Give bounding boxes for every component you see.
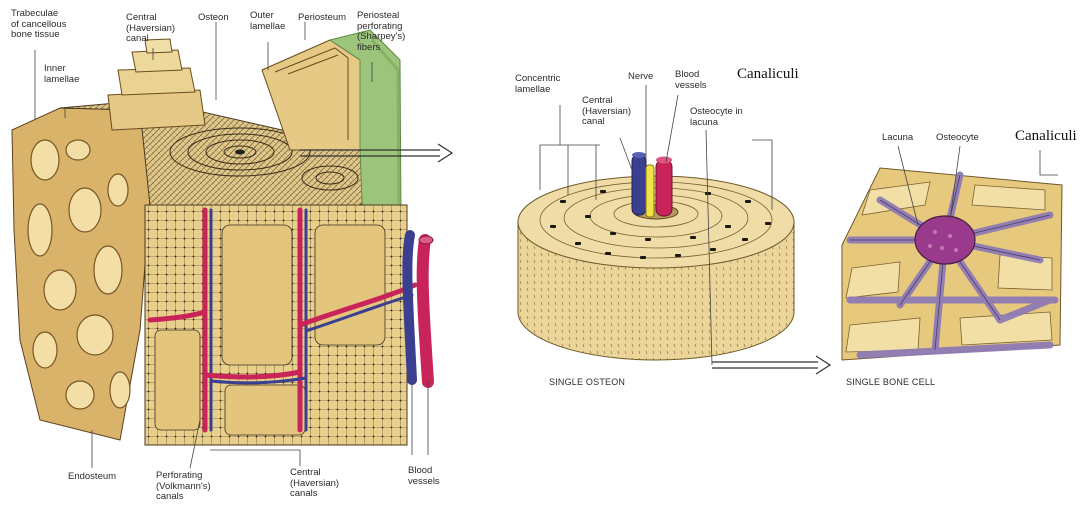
outer-lamellae-stack (108, 39, 205, 130)
caption-single-bone-cell: SINGLE BONE CELL (846, 377, 935, 388)
label-canaliculi-osteon: Canaliculi (737, 66, 799, 82)
label-canaliculi-cell: Canaliculi (1015, 128, 1077, 144)
osteocyte-body (915, 216, 975, 264)
label-blood-vessels-left: Blood vessels (408, 466, 440, 487)
caption-single-osteon: SINGLE OSTEON (549, 377, 625, 388)
label-central-haversian-canals: Central (Haversian) canals (290, 468, 339, 500)
label-blood-vessels-osteon: Blood vessels (675, 70, 707, 91)
label-concentric-lamellae: Concentric lamellae (515, 74, 560, 95)
label-endosteum: Endosteum (68, 472, 116, 483)
label-nerve: Nerve (628, 72, 653, 83)
label-lacuna: Lacuna (882, 133, 913, 144)
label-central-haversian-canal: Central (Haversian) canal (126, 13, 175, 45)
label-perforating-fibers: Periosteal perforating (Sharpey's) fiber… (357, 11, 405, 53)
label-osteon-central-canal: Central (Haversian) canal (582, 96, 631, 128)
blood-vessel-main (407, 235, 433, 382)
label-trabeculae: Trabeculae of cancellous bone tissue (11, 9, 66, 41)
label-periosteum: Periosteum (298, 13, 346, 24)
label-outer-lamellae: Outer lamellae (250, 11, 285, 32)
label-osteocyte-in-lacuna: Osteocyte in lacuna (690, 107, 743, 128)
arrow-to-cell (712, 356, 830, 374)
single-bone-cell-diagram (842, 168, 1062, 360)
label-inner-lamellae: Inner lamellae (44, 64, 79, 85)
label-perforating-canals: Perforating (Volkmann's) canals (156, 471, 211, 503)
compact-bone-block (12, 30, 452, 445)
label-osteocyte: Osteocyte (936, 133, 979, 144)
single-osteon-diagram (518, 152, 830, 374)
label-osteon: Osteon (198, 13, 229, 24)
